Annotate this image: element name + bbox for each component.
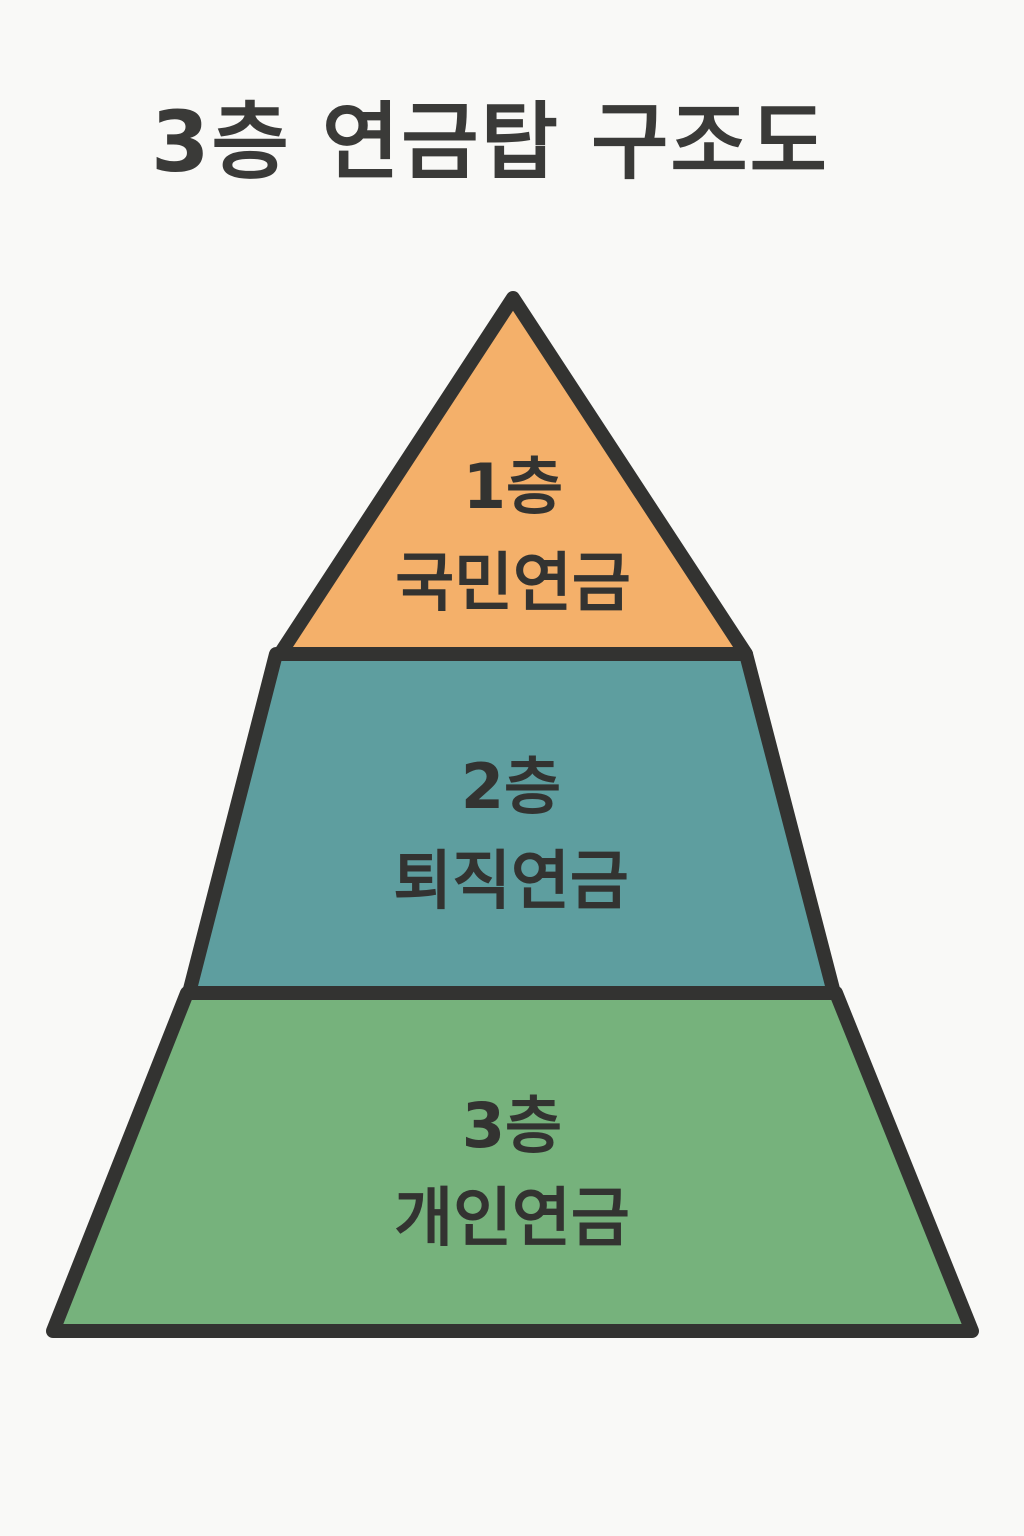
tier-1-name: 국민연금 (395, 547, 631, 621)
tier-1: 1층 국민연금 (273, 291, 753, 661)
tier-2-shape (182, 647, 841, 1000)
tier-3-name: 개인연금 (394, 1182, 630, 1256)
tier-1-level: 1층 (463, 450, 563, 523)
tier-2-level: 2층 (461, 750, 561, 823)
tier-3: 3층 개인연금 (46, 986, 979, 1338)
tier-2-name: 퇴직연금 (393, 845, 629, 919)
page-title: 3층 연금탑 구조도 (151, 93, 829, 191)
tier-3-level: 3층 (462, 1089, 562, 1162)
tier-3-shape (46, 986, 979, 1338)
tier-2: 2층 퇴직연금 (182, 647, 841, 1000)
